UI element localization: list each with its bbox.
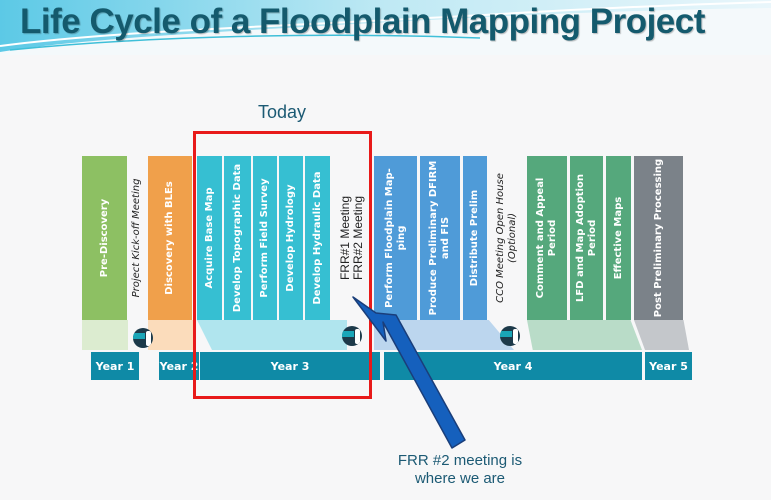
year-5: Year 5 (645, 352, 692, 380)
wave-decoration (0, 0, 771, 55)
phase-field-survey: Perform Field Survey (253, 156, 277, 320)
year-1: Year 1 (91, 352, 139, 380)
platform-data (197, 320, 347, 350)
platform-post-green (527, 320, 642, 350)
phase-effective-maps: Effective Maps (606, 156, 631, 320)
platform-post-gray (634, 320, 689, 350)
today-highlight-box (193, 131, 372, 399)
year-3: Year 3 (200, 352, 380, 380)
phase-post-preliminary: Post Preliminary Processing (634, 156, 683, 320)
platform-discovery-green (82, 320, 128, 350)
phase-topographic-data: Develop Topographic Data (224, 156, 251, 320)
today-label: Today (258, 102, 307, 122)
phase-acquire-base-map: Acquire Base Map (197, 156, 222, 320)
meeting-person-icon (342, 326, 362, 346)
status-note: FRR #2 meeting is where we are (397, 452, 523, 487)
title-banner: Life Cycle of a Floodplain Mapping Proje… (0, 0, 771, 55)
phase-discovery-bles: Discovery with BLEs (148, 156, 192, 320)
page-title: Life Cycle of a Floodplain Mapping Proje… (20, 2, 705, 41)
phase-distribute-prelim: Distribute Prelim (463, 156, 487, 320)
phase-hydraulic-data: Develop Hydraulic Data (305, 156, 330, 320)
meeting-person-icon (500, 326, 520, 346)
year-2: Year 2 (159, 352, 199, 380)
phase-hydrology: Develop Hydrology (279, 156, 303, 320)
phase-floodplain-mapping: Perform Floodplain Map-ping (374, 156, 417, 320)
platform-discovery-orange (148, 320, 194, 350)
phase-pre-discovery: Pre-Discovery (82, 156, 127, 320)
meeting-person-icon (133, 328, 153, 348)
